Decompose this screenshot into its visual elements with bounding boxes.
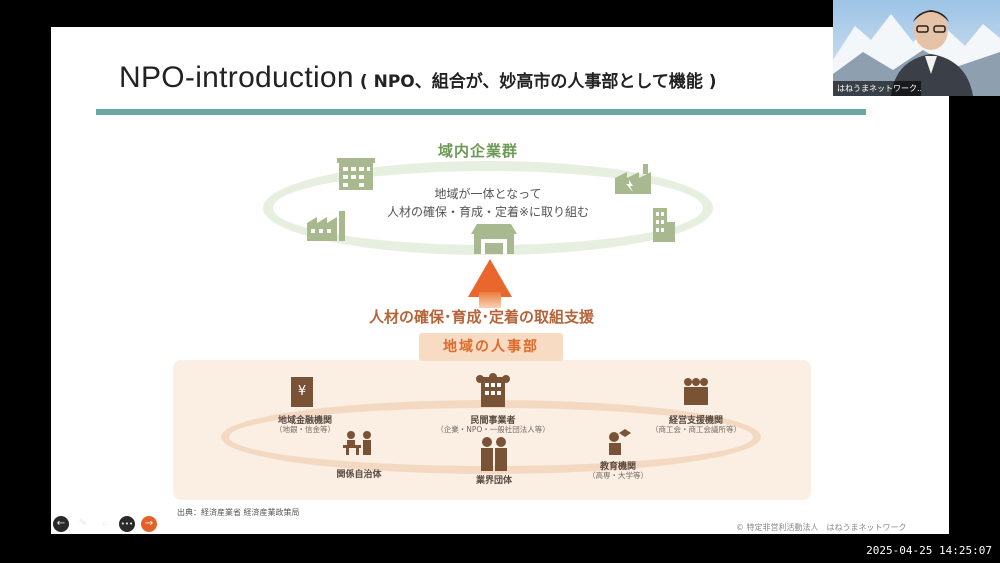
participant-name: はねうまネットワーク... [833,81,921,96]
bank-building-icon: ¥ [291,377,313,407]
store-icon [471,224,517,254]
node-sub-private: （企業・NPO・一般社団法人等） [436,425,550,434]
slide-title-sub: ( NPO、組合が、妙高市の人事部として機能 ) [359,72,717,92]
title-rule [96,109,866,115]
company-building-icon [476,373,510,407]
copyright-note: © 特定非営利活動法人 はねうまネットワーク [736,523,907,532]
tall-building-icon [653,208,675,242]
node-label-business-support: 経営支援機関 [668,416,723,426]
up-arrow-stem [479,292,501,308]
node-label-education: 教育機関 [599,462,636,472]
support-caption: 人材の確保･育成･定着の取組支援 [369,308,595,326]
slide-title-main: NPO-introduction [119,61,354,94]
company-group-text: 地域が一体となって 人材の確保・育成・定着※に取り組む [363,185,613,221]
node-label-industry: 業界団体 [475,476,512,486]
zoom-icon[interactable]: ⌕ [102,518,108,529]
presentation-slide: NPO-introduction( NPO、組合が、妙高市の人事部として機能 )… [51,27,949,534]
video-frame [833,0,1000,96]
node-sub-finance: （地銀・信金等） [275,425,335,434]
ring-text-line1: 地域が一体となって [434,187,542,201]
back-icon[interactable]: ← [53,516,69,532]
ring-text-line2: 人材の確保・育成・定着※に取り組む [386,205,590,219]
presentation-toolbar: ← ✎ ⌕ ••• → [53,516,157,532]
pen-icon[interactable]: ✎ [78,518,88,529]
source-note: 出典：経済産業省 経済産業政策局 [177,508,300,517]
factory-icon [307,211,345,241]
forward-icon[interactable]: → [141,516,157,532]
slide-title: NPO-introduction( NPO、組合が、妙高市の人事部として機能 ) [119,61,717,95]
svg-text:¥: ¥ [298,384,306,399]
more-icon[interactable]: ••• [119,516,135,532]
office-building-icon [337,158,375,190]
advisors-group-icon [684,378,708,405]
industry-people-icon [481,437,507,471]
node-sub-business-support: （商工会・商工会議所等） [651,425,741,434]
node-label-municipality: 関係自治体 [336,470,382,480]
up-arrow-icon [468,259,512,297]
participant-video[interactable]: はねうまネットワーク... [833,0,1000,96]
company-group-title: 域内企業群 [438,142,519,160]
timestamp: 2025-04-25 14:25:07 [866,544,992,557]
education-person-icon [609,429,631,455]
node-label-private: 民間事業者 [470,416,516,426]
node-label-finance: 地域金融機関 [277,416,332,426]
regional-hr-label: 地域の人事部 [419,333,563,361]
factory-power-icon [615,164,651,194]
node-sub-education: （高専・大学等） [588,471,648,480]
municipality-desk-icon [343,431,371,455]
